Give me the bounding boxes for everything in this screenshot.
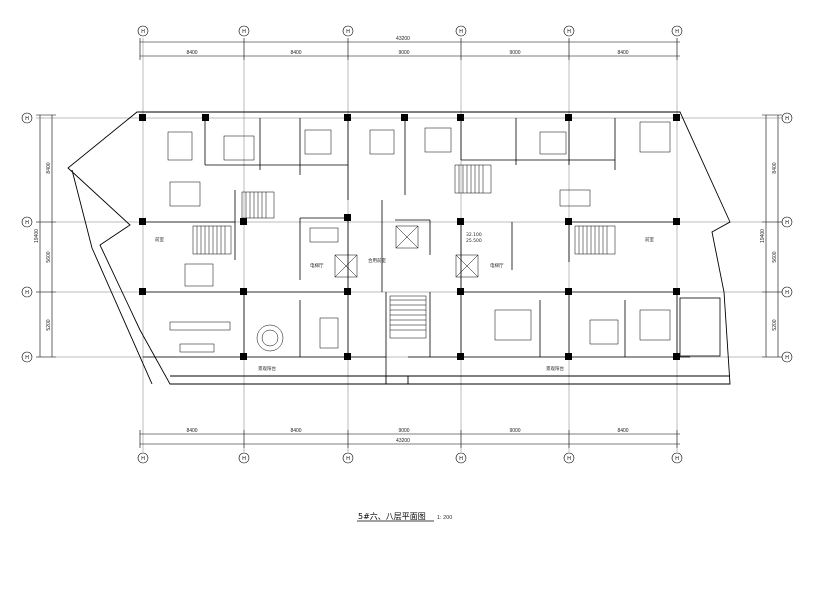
stairs bbox=[192, 164, 616, 339]
room-label-balcony-left: 景观阳台 bbox=[258, 365, 276, 372]
axis-bubbles bbox=[21, 25, 793, 464]
top-span-5: 8400 bbox=[617, 50, 628, 56]
left-span-1: 8400 bbox=[46, 162, 52, 173]
level-mark-1: 32.100 bbox=[466, 232, 482, 238]
elevators bbox=[334, 225, 479, 278]
room-label-front-right: 前室 bbox=[645, 236, 654, 243]
axis-label-top-6: H bbox=[675, 29, 679, 35]
row-label-left-1: H bbox=[25, 116, 29, 122]
axis-label-bottom-4: H bbox=[459, 456, 463, 462]
row-label-right-3: H bbox=[785, 290, 789, 296]
row-label-right-1: H bbox=[785, 116, 789, 122]
room-label-balcony-right: 景观阳台 bbox=[546, 365, 564, 372]
top-dimension-lines bbox=[139, 38, 680, 60]
axis-label-bottom-3: H bbox=[346, 456, 350, 462]
axis-label-top-5: H bbox=[567, 29, 571, 35]
axis-label-top-1: H bbox=[141, 29, 145, 35]
level-mark-2: 25.500 bbox=[466, 238, 482, 244]
bottom-span-2: 8400 bbox=[290, 428, 301, 434]
drawing-scale: 1: 200 bbox=[437, 515, 452, 521]
building-outline bbox=[67, 111, 731, 385]
axis-label-bottom-1: H bbox=[141, 456, 145, 462]
axis-grid bbox=[36, 38, 782, 452]
overall-height-left: 19400 bbox=[34, 229, 40, 243]
right-span-3: 5200 bbox=[772, 319, 778, 330]
room-label-front-left: 前室 bbox=[155, 236, 164, 243]
overall-height-right: 19400 bbox=[760, 229, 766, 243]
bottom-dimension-lines bbox=[139, 430, 680, 448]
left-span-2: 5600 bbox=[46, 251, 52, 262]
overall-width-top: 43200 bbox=[396, 36, 410, 42]
left-span-3: 5200 bbox=[46, 319, 52, 330]
row-label-left-4: H bbox=[25, 355, 29, 361]
axis-label-top-2: H bbox=[242, 29, 246, 35]
right-span-2: 5600 bbox=[772, 251, 778, 262]
axis-label-bottom-5: H bbox=[567, 456, 571, 462]
room-label-lobby-left: 电梯厅 bbox=[310, 262, 324, 269]
furniture bbox=[167, 121, 671, 353]
overall-width-bottom: 43200 bbox=[396, 438, 410, 444]
axis-label-bottom-2: H bbox=[242, 456, 246, 462]
bottom-span-3: 9000 bbox=[398, 428, 409, 434]
axis-label-top-3: H bbox=[346, 29, 350, 35]
top-span-2: 8400 bbox=[290, 50, 301, 56]
room-label-lobby-center: 合用前室 bbox=[368, 257, 386, 264]
axis-label-top-4: H bbox=[459, 29, 463, 35]
bottom-span-1: 8400 bbox=[186, 428, 197, 434]
top-span-1: 8400 bbox=[186, 50, 197, 56]
row-label-left-2: H bbox=[25, 220, 29, 226]
structural-columns bbox=[139, 114, 680, 360]
bottom-span-5: 8400 bbox=[617, 428, 628, 434]
row-label-left-3: H bbox=[25, 290, 29, 296]
drawing-title: 5#六、八层平面图 bbox=[358, 511, 426, 521]
row-label-right-4: H bbox=[785, 355, 789, 361]
right-span-1: 8400 bbox=[772, 162, 778, 173]
bottom-span-4: 9000 bbox=[509, 428, 520, 434]
top-span-4: 9000 bbox=[509, 50, 520, 56]
axis-label-bottom-6: H bbox=[675, 456, 679, 462]
row-label-right-2: H bbox=[785, 220, 789, 226]
room-label-lobby-right: 电梯厅 bbox=[490, 262, 504, 269]
interior-walls bbox=[143, 118, 721, 376]
top-span-3: 9000 bbox=[398, 50, 409, 56]
